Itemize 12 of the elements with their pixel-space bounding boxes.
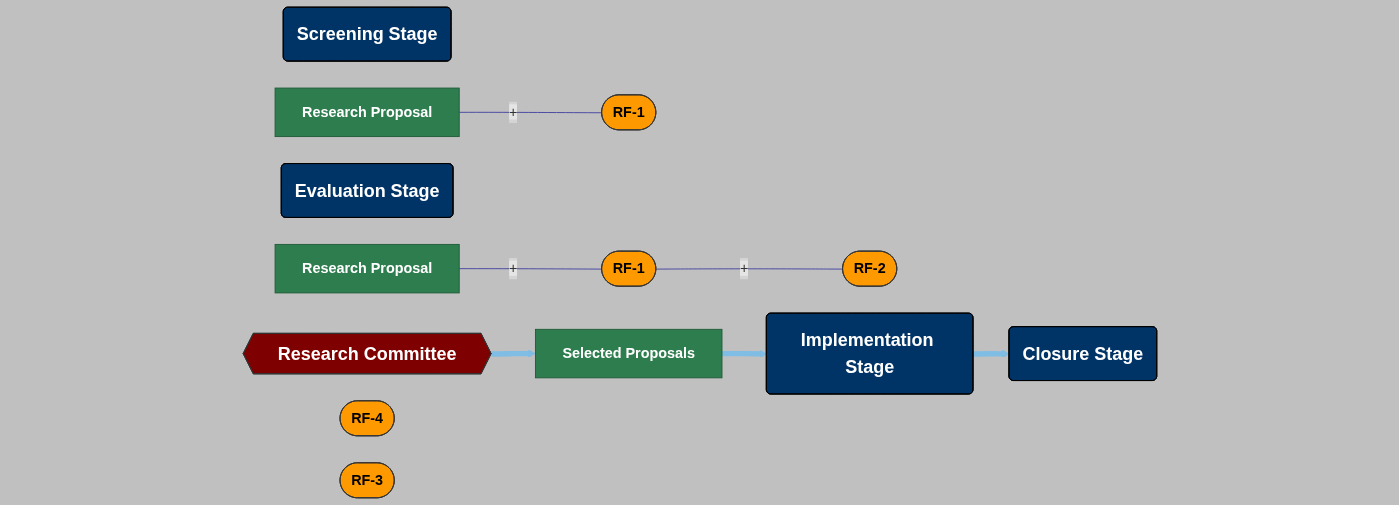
- connector: [458, 111, 603, 114]
- edge-label: +: [508, 104, 517, 120]
- connector: [458, 268, 603, 270]
- edge-label: +: [508, 260, 517, 276]
- arrow: [721, 349, 767, 358]
- node-box: Research Proposal: [274, 87, 460, 138]
- arrow: [491, 349, 536, 358]
- edge-label: +: [739, 260, 748, 276]
- node-box: Selected Proposals: [534, 328, 722, 379]
- node-box: Research Proposal: [274, 243, 460, 294]
- connector: [655, 268, 843, 270]
- arrow: [972, 349, 1010, 358]
